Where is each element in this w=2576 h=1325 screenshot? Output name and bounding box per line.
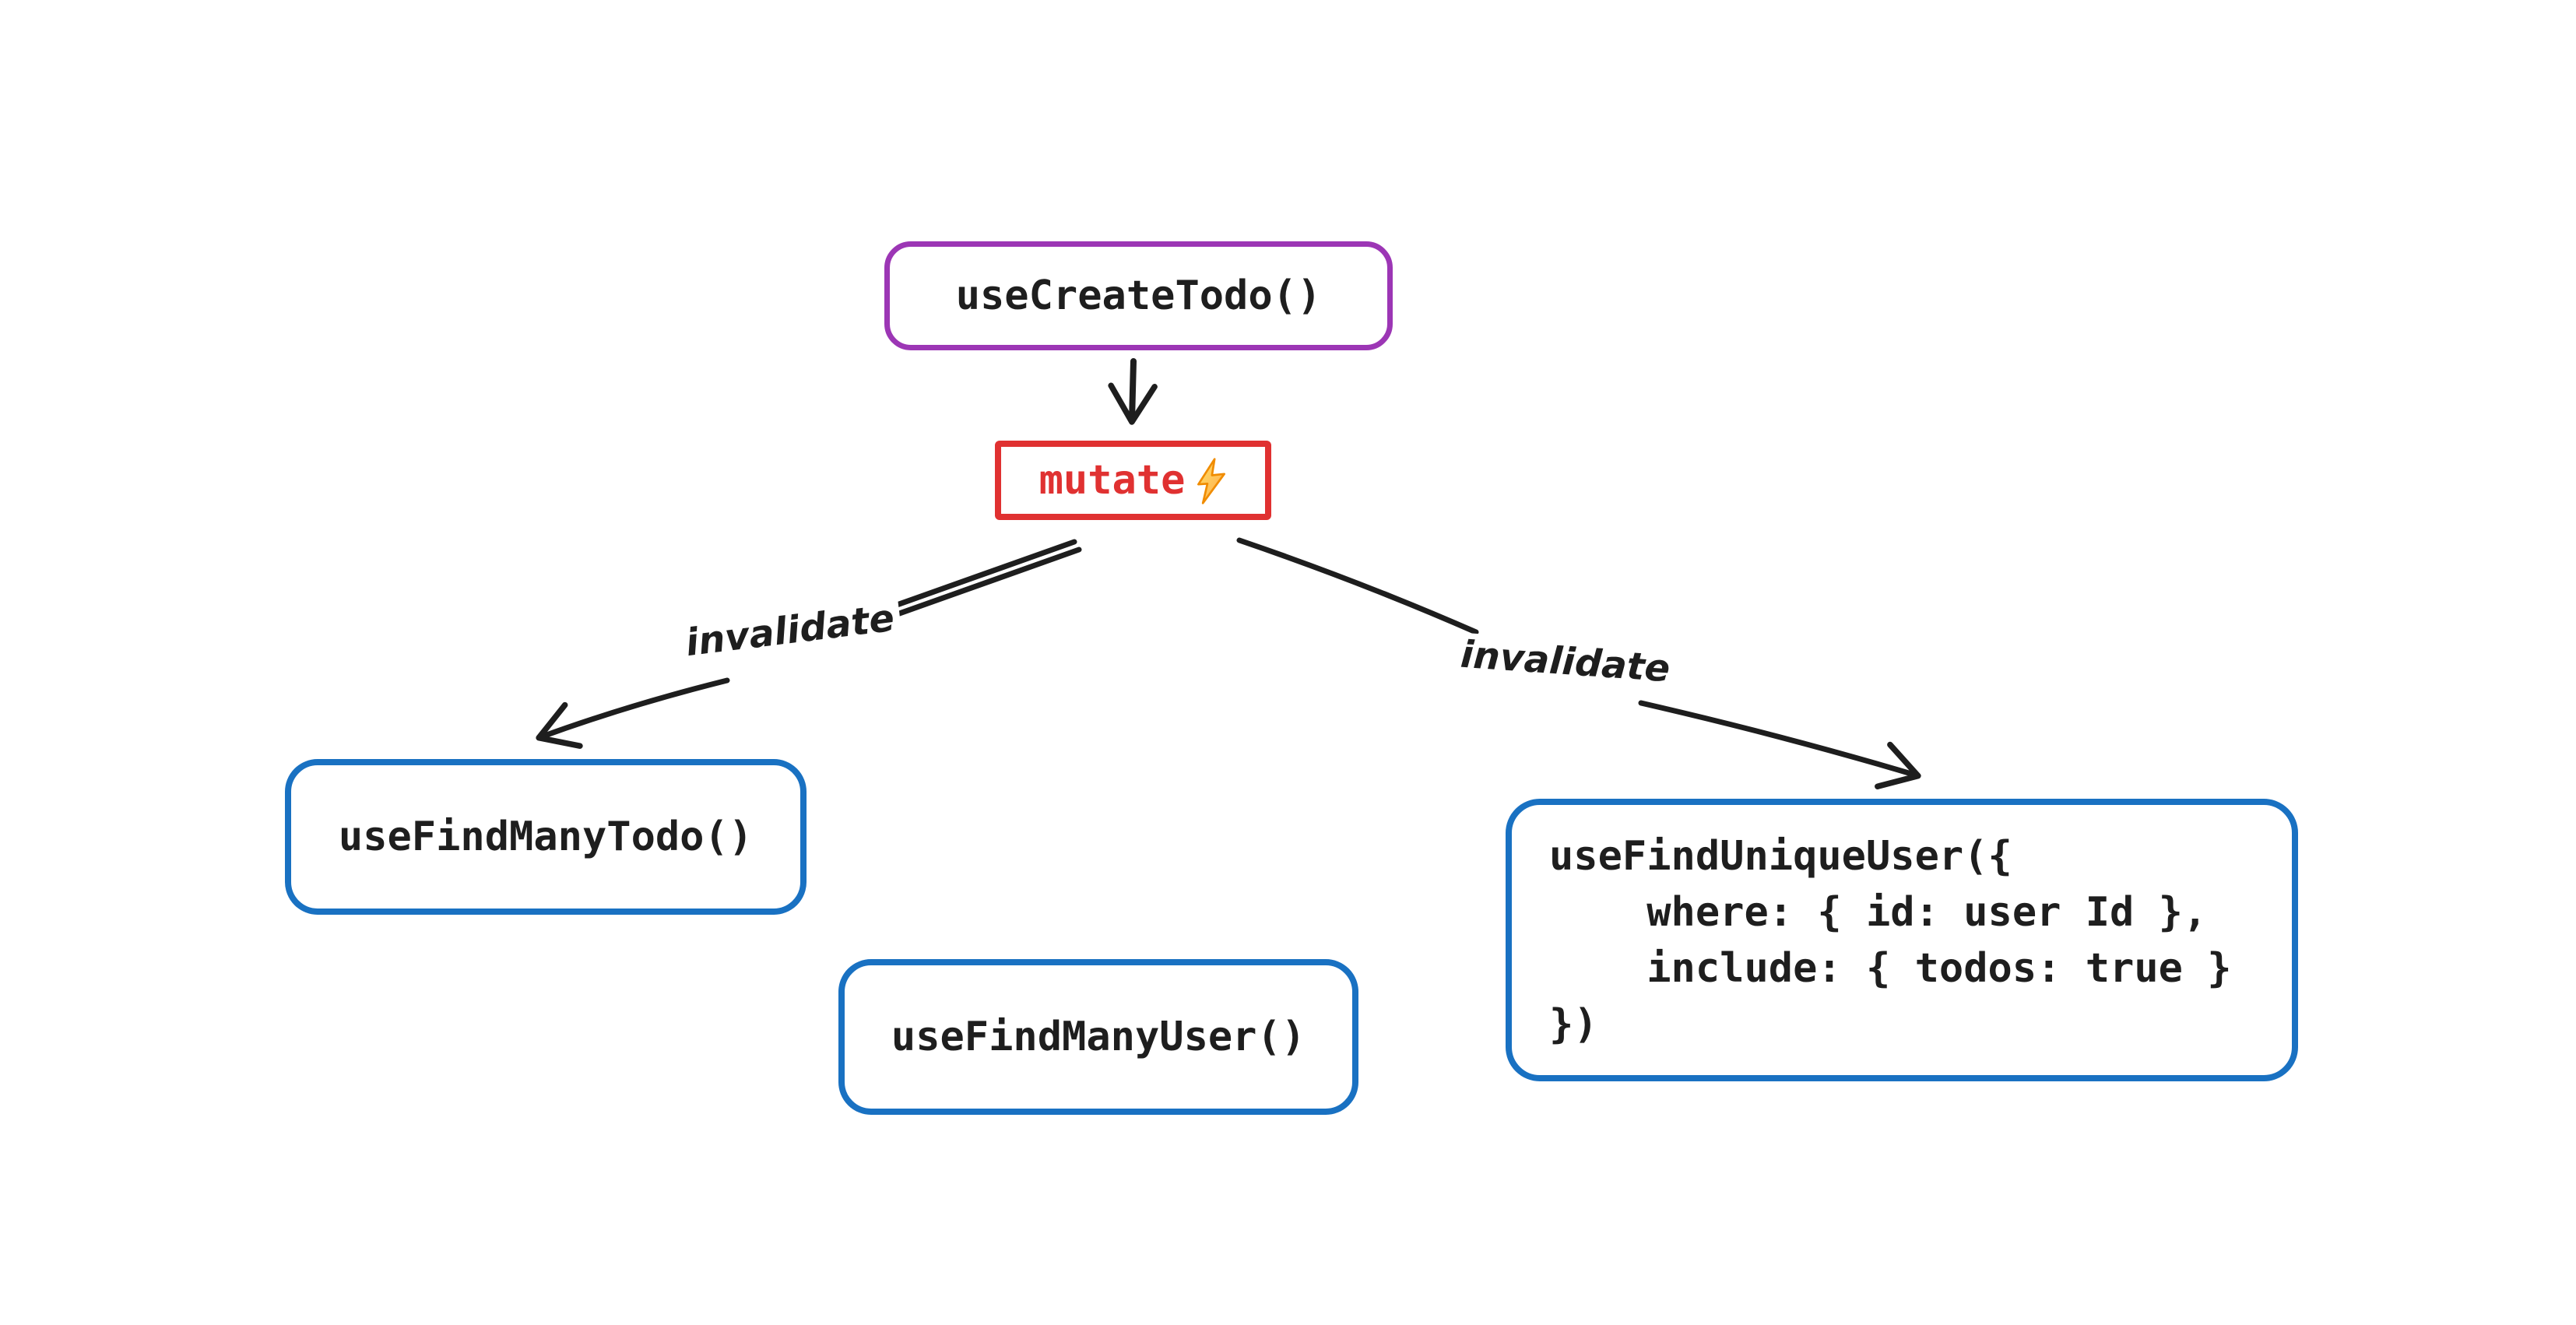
arrow-create-to-mutate [1108, 358, 1158, 425]
use-find-many-todo-label: useFindManyTodo() [338, 814, 754, 860]
use-find-many-user-label: useFindManyUser() [891, 1014, 1306, 1060]
use-create-todo-node: useCreateTodo() [884, 241, 1393, 350]
mutate-label: mutate [1038, 457, 1186, 504]
mutate-node: mutate [995, 441, 1271, 520]
code-line-1: useFindUniqueUser({ [1549, 832, 2012, 880]
use-find-many-todo-node: useFindManyTodo() [285, 759, 807, 915]
arrow-mutate-to-find-many-todo [536, 539, 1082, 749]
use-find-unique-user-node: useFindUniqueUser({ where: { id: user Id… [1506, 799, 2298, 1081]
code-line-3: include: { todos: true } [1549, 944, 2232, 992]
use-create-todo-label: useCreateTodo() [955, 272, 1322, 319]
code-line-4: }) [1549, 1000, 1598, 1048]
use-find-many-user-node: useFindManyUser() [838, 959, 1358, 1115]
code-line-2: where: { id: user Id }, [1549, 888, 2208, 936]
arrow-mutate-to-find-unique-user [1236, 537, 1921, 789]
lightning-bolt-icon [1197, 458, 1226, 504]
